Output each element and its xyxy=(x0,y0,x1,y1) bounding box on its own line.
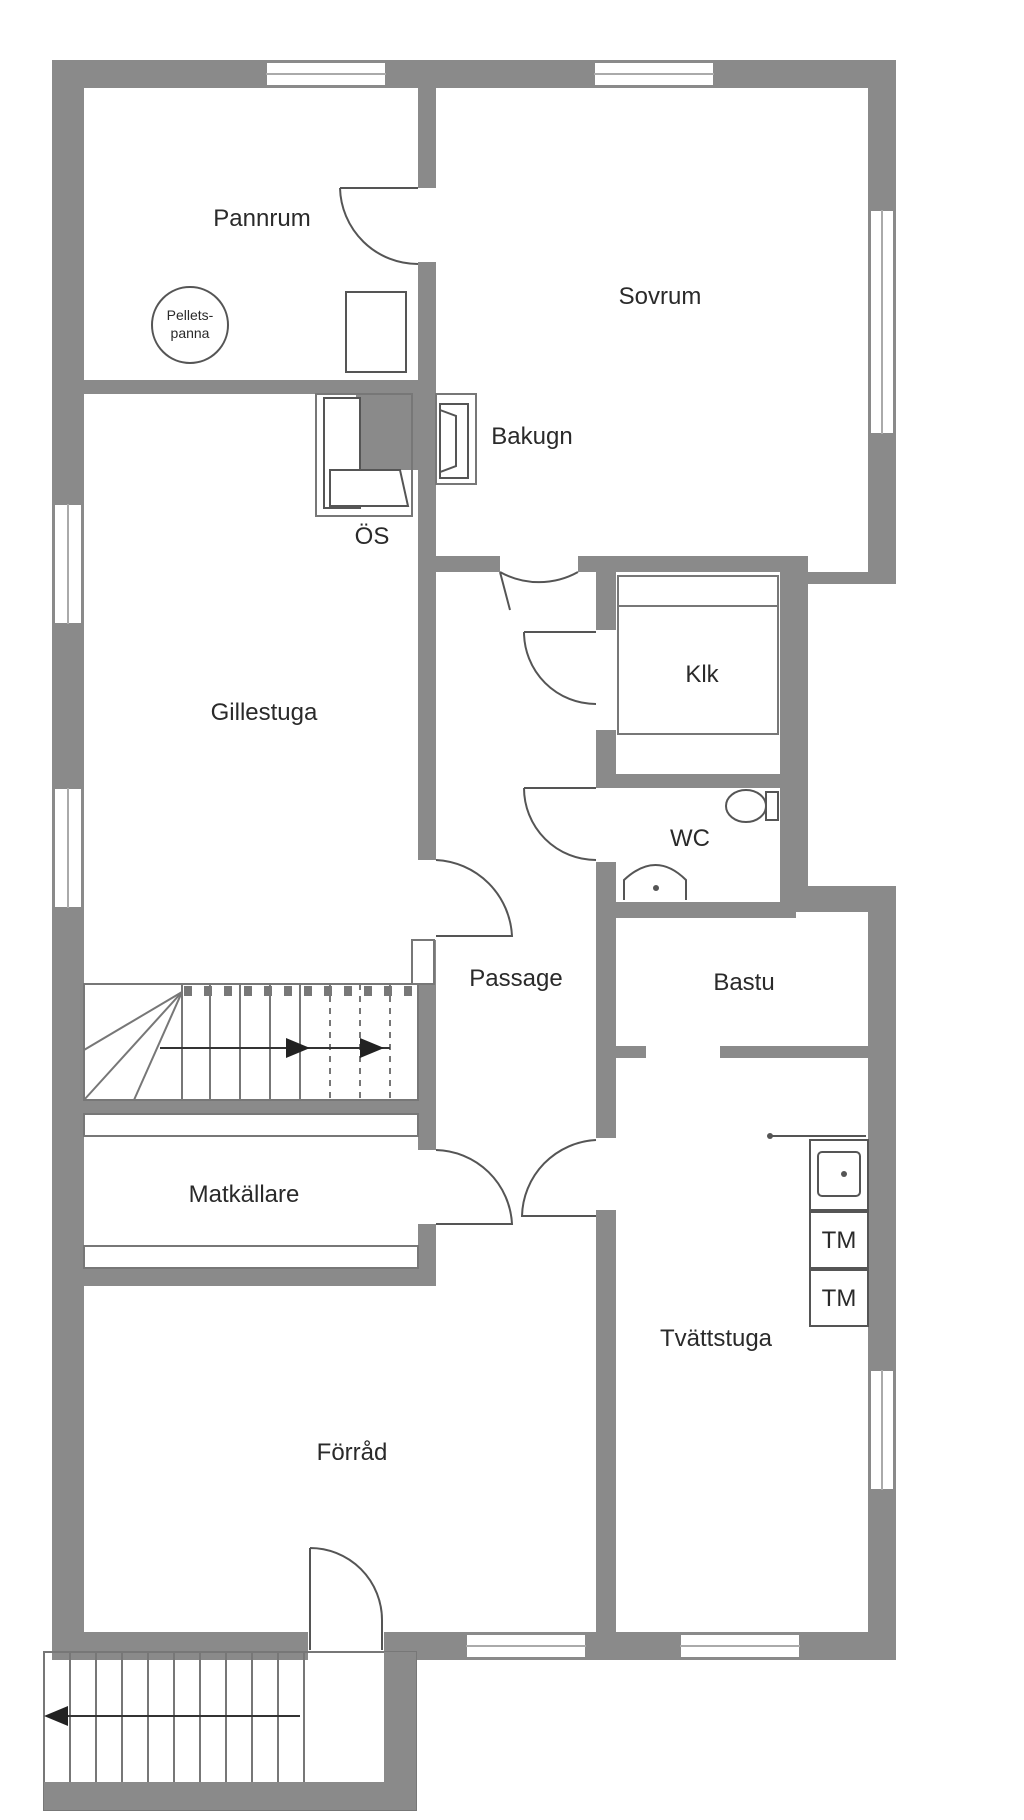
label-bakugn: Bakugn xyxy=(491,423,572,450)
room-labels: Pannrum Pellets- panna Sovrum Bakugn ÖS … xyxy=(167,205,857,1466)
label-bastu: Bastu xyxy=(713,969,774,996)
pantry-shelf-top xyxy=(83,1113,419,1137)
fireplace-icon xyxy=(315,393,413,517)
doors xyxy=(309,187,597,1650)
label-sovrum: Sovrum xyxy=(619,283,702,310)
label-klk: Klk xyxy=(685,661,719,688)
wc-sink-icon xyxy=(623,864,687,900)
label-tvattstuga: Tvättstuga xyxy=(660,1325,773,1352)
label-wc: WC xyxy=(670,825,710,852)
label-tm-1: TM xyxy=(822,1227,857,1254)
exterior-stairs xyxy=(43,1651,417,1811)
label-matkallare: Matkällare xyxy=(189,1181,300,1208)
interior-stairs xyxy=(83,939,435,1101)
label-pellets-line2: panna xyxy=(171,325,210,341)
label-forrad: Förråd xyxy=(317,1439,388,1466)
baking-oven-icon xyxy=(435,393,477,485)
fixtures xyxy=(83,286,869,1327)
washing-machine-2 xyxy=(809,1269,869,1327)
label-passage: Passage xyxy=(469,965,562,992)
windows xyxy=(53,61,895,1659)
label-os: ÖS xyxy=(355,523,390,550)
washing-machine-1 xyxy=(809,1211,869,1269)
label-pannrum: Pannrum xyxy=(213,205,310,232)
closet-shelf xyxy=(617,575,779,735)
laundry-sink-icon xyxy=(809,1139,869,1211)
interior-walls xyxy=(84,88,868,1660)
pellet-boiler-icon xyxy=(151,286,229,364)
toilet-icon xyxy=(725,789,779,823)
label-gillestuga: Gillestuga xyxy=(211,699,318,726)
label-pellets-line1: Pellets- xyxy=(167,307,214,323)
label-tm-2: TM xyxy=(822,1285,857,1312)
boiler-tank-icon xyxy=(345,291,407,373)
pantry-shelf-bottom xyxy=(83,1245,419,1269)
